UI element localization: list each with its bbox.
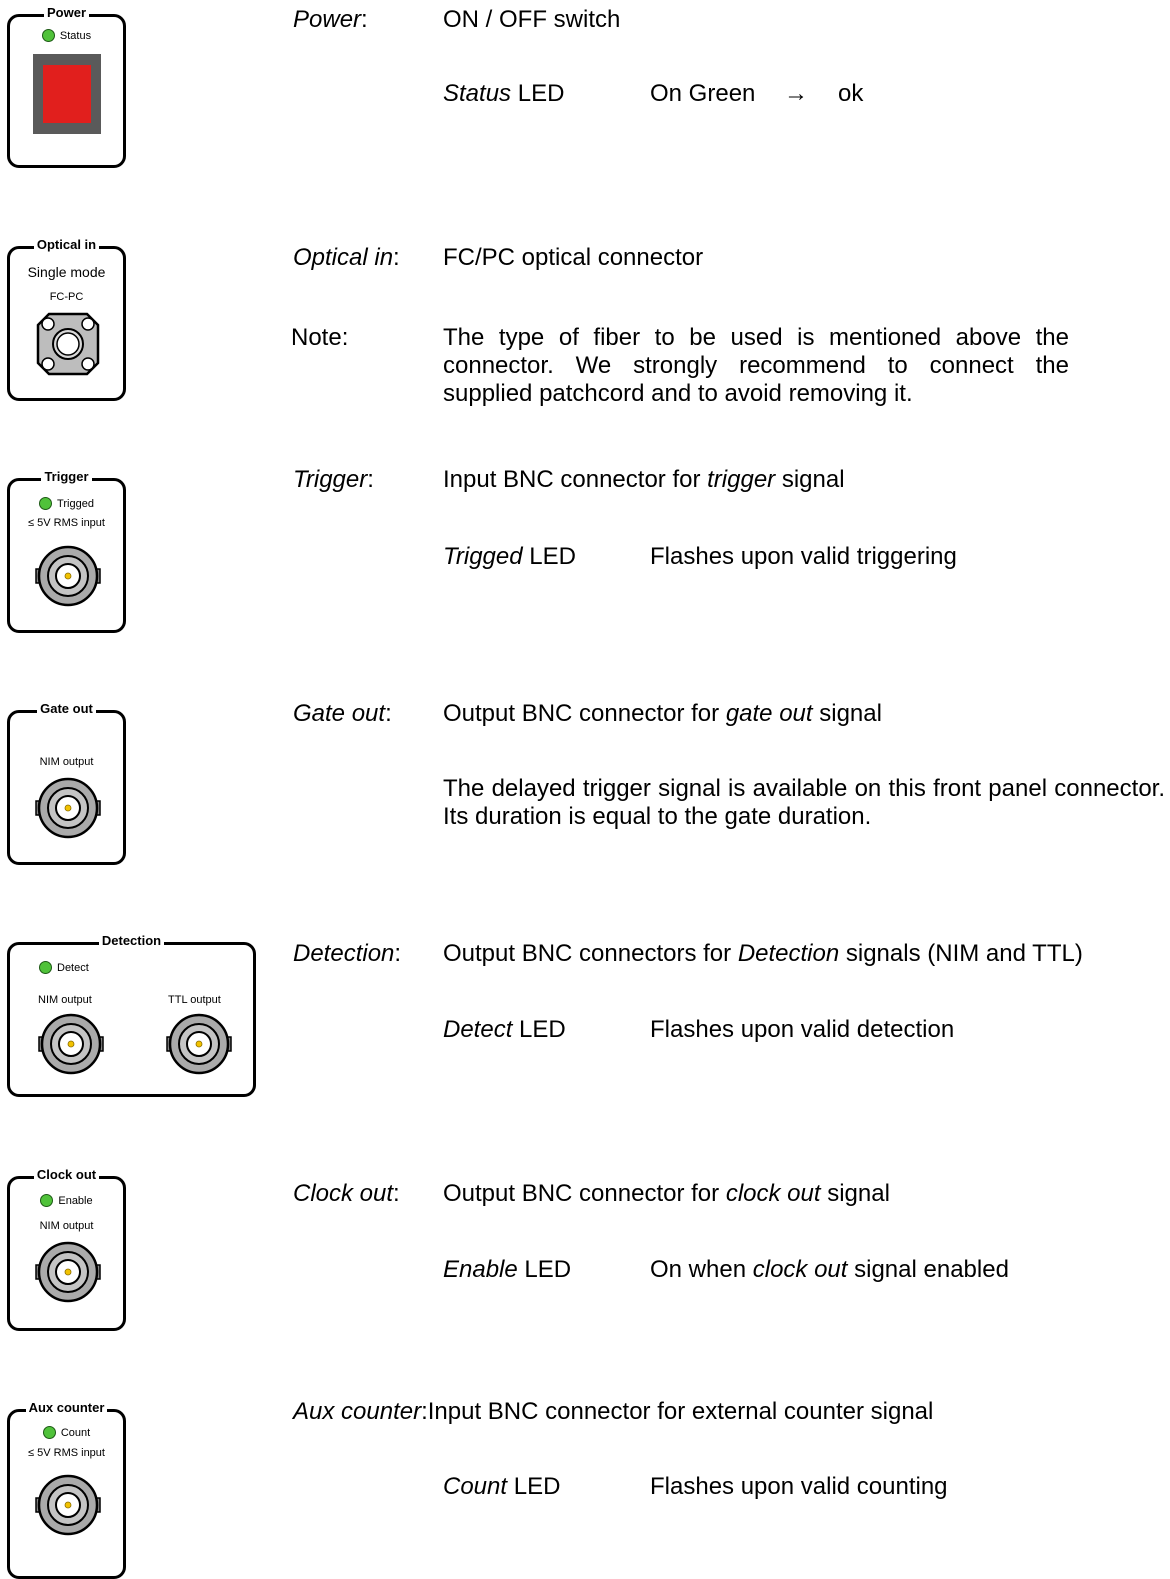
- power-panel-title: Power: [10, 5, 123, 21]
- detection-desc: Output BNC connectors for Detection sign…: [443, 940, 1083, 967]
- power-switch[interactable]: [33, 54, 101, 134]
- detection-name: Detection:: [293, 940, 402, 967]
- enable-led-desc: Enable LED: [443, 1256, 572, 1283]
- aux-counter-desc: Input BNC connector for external counter…: [427, 1398, 934, 1425]
- gate-out-desc: Output BNC connector for gate out signal: [443, 700, 882, 727]
- power-panel: Power Status: [7, 5, 126, 168]
- status-led-icon: [41, 29, 55, 42]
- clock-out-name: Clock out:: [293, 1180, 400, 1207]
- enable-led-row: Enable: [10, 1194, 123, 1207]
- status-led-state: On Green: [650, 80, 756, 107]
- power-name: Power:: [293, 6, 368, 33]
- power-desc: ON / OFF switch: [443, 6, 621, 33]
- optical-in-name: Optical in:: [293, 244, 400, 271]
- aux-counter-name: Aux counter: [293, 1398, 422, 1425]
- enable-led-icon: [40, 1194, 54, 1207]
- connector-type-label: FC-PC: [49, 291, 84, 303]
- status-led-label: Status: [59, 29, 92, 42]
- optical-in-panel-title: Optical in: [10, 237, 123, 253]
- status-led-result: ok: [838, 80, 864, 107]
- trigger-bnc-connector-icon[interactable]: [32, 540, 104, 612]
- arrow-icon: →: [784, 80, 808, 107]
- trigger-desc: Input BNC connector for trigger signal: [443, 466, 845, 493]
- status-led-desc: Status LED: [443, 80, 565, 107]
- detect-led-label: Detect: [57, 961, 89, 974]
- detection-panel: Detection Detect NIM output TTL output: [7, 933, 256, 1097]
- detect-led-desc: Detect LED: [443, 1016, 566, 1043]
- fiber-mode-label: Single mode: [27, 264, 106, 280]
- trigger-panel-title: Trigger: [10, 469, 123, 485]
- count-led-desc: Count LED: [443, 1473, 561, 1500]
- status-led-row: Status: [10, 29, 123, 42]
- gate-out-bnc-connector-icon[interactable]: [32, 772, 104, 844]
- aux-counter-bnc-connector-icon[interactable]: [32, 1469, 104, 1541]
- optical-in-panel: Optical in Single mode FC-PC: [7, 237, 126, 401]
- aux-counter-panel: Aux counter Count ≤ 5V RMS input: [7, 1400, 126, 1579]
- count-led-icon: [42, 1426, 56, 1439]
- clock-out-panel: Clock out Enable NIM output: [7, 1167, 126, 1331]
- aux-counter-input-label: ≤ 5V RMS input: [28, 1447, 105, 1459]
- gate-out-panel-title: Gate out: [10, 701, 123, 717]
- clock-out-panel-title: Clock out: [10, 1167, 123, 1183]
- clock-out-output-label: NIM output: [39, 1220, 94, 1232]
- power-switch-rocker[interactable]: [43, 65, 91, 123]
- trigged-led-icon: [39, 497, 53, 510]
- note-text: The type of fiber to be used is mentione…: [443, 324, 1069, 407]
- trigger-panel: Trigger Trigged ≤ 5V RMS input: [7, 469, 126, 633]
- detection-nim-bnc-connector-icon[interactable]: [35, 1008, 107, 1080]
- count-led-row: Count: [10, 1426, 123, 1439]
- trigger-name: Trigger:: [293, 466, 374, 493]
- fc-pc-connector-icon[interactable]: [35, 311, 101, 377]
- detection-ttl-output-label: TTL output: [168, 994, 221, 1006]
- clock-out-bnc-connector-icon[interactable]: [32, 1236, 104, 1308]
- detect-led-row: Detect: [39, 961, 89, 974]
- gate-out-paragraph: The delayed trigger signal is available …: [443, 775, 1165, 830]
- trigged-led-label: Trigged: [57, 497, 94, 510]
- enable-led-behavior: On when clock out signal enabled: [650, 1256, 1009, 1283]
- note-label: Note:: [291, 324, 349, 351]
- aux-counter-panel-title: Aux counter: [10, 1400, 123, 1416]
- trigged-led-desc: Trigged LED: [443, 543, 576, 570]
- gate-out-panel: Gate out NIM output: [7, 701, 126, 865]
- clock-out-desc: Output BNC connector for clock out signa…: [443, 1180, 890, 1207]
- detection-panel-title: Detection: [10, 933, 253, 949]
- optical-in-desc: FC/PC optical connector: [443, 244, 704, 271]
- count-led-label: Count: [60, 1426, 91, 1439]
- gate-out-output-label: NIM output: [39, 756, 94, 768]
- trigged-led-row: Trigged: [10, 497, 123, 510]
- trigger-input-label: ≤ 5V RMS input: [28, 517, 105, 529]
- detection-ttl-bnc-connector-icon[interactable]: [163, 1008, 235, 1080]
- detect-led-icon: [39, 961, 52, 974]
- enable-led-label: Enable: [58, 1194, 93, 1207]
- aux-counter-row: Aux counter:Input BNC connector for exte…: [293, 1398, 934, 1425]
- detect-led-behavior: Flashes upon valid detection: [650, 1016, 955, 1043]
- count-led-behavior: Flashes upon valid counting: [650, 1473, 948, 1500]
- gate-out-name: Gate out:: [293, 700, 392, 727]
- detection-nim-output-label: NIM output: [38, 994, 92, 1006]
- trigged-led-behavior: Flashes upon valid triggering: [650, 543, 957, 570]
